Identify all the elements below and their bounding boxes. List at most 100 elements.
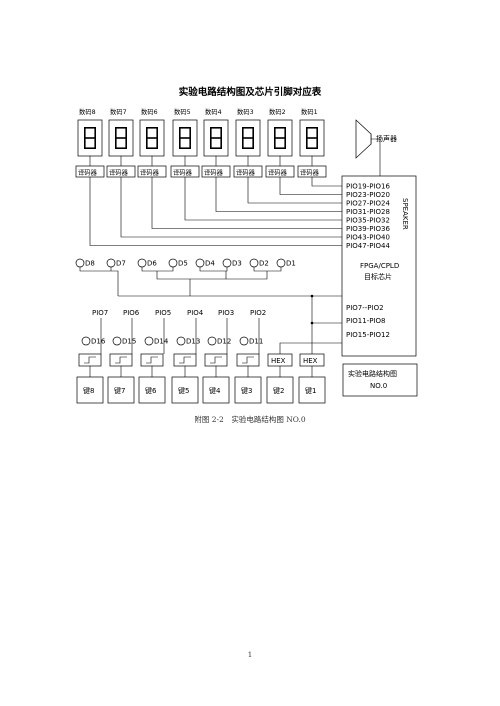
page-number: 1 <box>247 651 253 659</box>
hex-label: HEX <box>303 357 318 365</box>
led-label: D5 <box>178 260 188 268</box>
wire <box>311 177 342 187</box>
decoder-label: 译码器 <box>300 169 320 177</box>
key-label: 键5 <box>178 386 189 395</box>
debounce-box <box>236 353 260 367</box>
circuit-name-line1: 实验电路结构图 <box>348 369 397 378</box>
led-indicator <box>195 258 205 268</box>
junction-dot <box>310 294 314 298</box>
led-indicator <box>176 336 186 346</box>
components: 数码8译码器数码7译码器数码6译码器数码5译码器数码4译码器数码3译码器数码2译… <box>75 107 390 404</box>
speaker-icon <box>355 119 372 159</box>
pio-label: PIO4 <box>187 309 204 317</box>
decoder-label: 译码器 <box>140 169 160 177</box>
led-indicator <box>239 336 249 346</box>
figure-caption: 附图 2-2 实验电路结构图 NO.0 <box>194 415 306 424</box>
led-label: D2 <box>259 260 269 268</box>
display-label: 数码3 <box>237 107 254 116</box>
debounce-box <box>109 353 133 367</box>
wire <box>184 177 342 221</box>
speaker-label: 扬声器 <box>376 134 397 143</box>
lower-pin-label: PIO15-PIO12 <box>346 331 390 339</box>
pin-group-label: PIO47-PIO44 <box>346 242 390 250</box>
seven-segment-display <box>235 119 261 157</box>
hex-encoder-box <box>267 353 293 367</box>
wire <box>253 267 282 272</box>
wires <box>79 138 381 377</box>
pin-group-label: PIO39-PIO36 <box>346 225 390 233</box>
decoder-label: 译码器 <box>173 169 193 177</box>
chip-subtitle: 目标芯片 <box>364 272 392 281</box>
decoder-label: 译码器 <box>78 169 98 177</box>
pulse-icon <box>146 356 158 364</box>
led-indicator <box>75 258 85 268</box>
key-label: 键3 <box>241 386 252 395</box>
key-label: 键8 <box>83 386 94 395</box>
led-label: D7 <box>116 260 126 268</box>
pio-label: PIO2 <box>250 309 266 317</box>
pulse-icon <box>179 356 191 364</box>
lower-pin-label: PIO7--PIO2 <box>346 304 384 312</box>
pulse-icon <box>242 356 254 364</box>
led-indicator <box>106 258 116 268</box>
key-button <box>202 376 230 404</box>
display-label: 数码8 <box>79 107 96 116</box>
pulse-icon <box>84 356 96 364</box>
led-label: D15 <box>122 338 136 346</box>
pulse-icon <box>210 356 222 364</box>
decoder-label: 译码器 <box>268 169 288 177</box>
diagram-title: 实验电路结构图及芯片引脚对应表 <box>178 87 322 98</box>
led-label: D4 <box>205 260 215 268</box>
pin-group-label: PIO27-PIO24 <box>346 200 390 208</box>
seven-segment-display <box>267 119 293 157</box>
decoder-label: 译码器 <box>109 169 129 177</box>
wire <box>79 267 119 296</box>
led-indicator <box>112 336 122 346</box>
key-label: 键4 <box>209 386 221 395</box>
led-label: D13 <box>186 338 200 346</box>
display-label: 数码5 <box>174 107 191 116</box>
wire <box>120 177 342 238</box>
seven-segment-display <box>77 119 103 157</box>
debounce-box <box>140 353 164 367</box>
wire <box>156 271 227 280</box>
pin-group-label: PIO19-PIO16 <box>346 183 390 191</box>
decoder-box <box>170 165 200 178</box>
pio-label: PIO7 <box>92 309 108 317</box>
hex-label: HEX <box>271 357 286 365</box>
wire <box>279 342 342 354</box>
wire <box>199 267 228 272</box>
led-label: D11 <box>249 338 263 346</box>
decoder-label: 译码器 <box>204 169 224 177</box>
debounce-box <box>204 353 228 367</box>
seven-segment-display <box>139 119 165 157</box>
pulse-icon <box>115 356 127 364</box>
decoder-box <box>265 165 295 178</box>
circuit-name-box <box>342 363 418 397</box>
led-indicator <box>81 336 91 346</box>
key-button <box>171 376 199 404</box>
decoder-box <box>75 165 105 178</box>
fpga-chip-block <box>341 175 417 357</box>
led-label: D16 <box>91 338 106 346</box>
seven-segment-display <box>108 119 134 157</box>
led-label: D1 <box>286 260 296 268</box>
led-label: D3 <box>232 260 242 268</box>
key-label: 键7 <box>114 386 125 395</box>
key-button <box>298 376 326 404</box>
decoder-box <box>106 165 136 178</box>
led-label: D8 <box>85 260 95 268</box>
decoder-box <box>137 165 167 178</box>
key-label: 键6 <box>145 386 157 395</box>
debounce-box <box>78 353 102 367</box>
display-label: 数码1 <box>301 107 318 116</box>
led-indicator <box>168 258 178 268</box>
decoder-box <box>201 165 231 178</box>
led-indicator <box>276 258 286 268</box>
pin-group-label: PIO35-PIO32 <box>346 217 390 225</box>
wire <box>151 177 342 229</box>
wire <box>371 138 381 176</box>
debounce-box <box>173 353 197 367</box>
